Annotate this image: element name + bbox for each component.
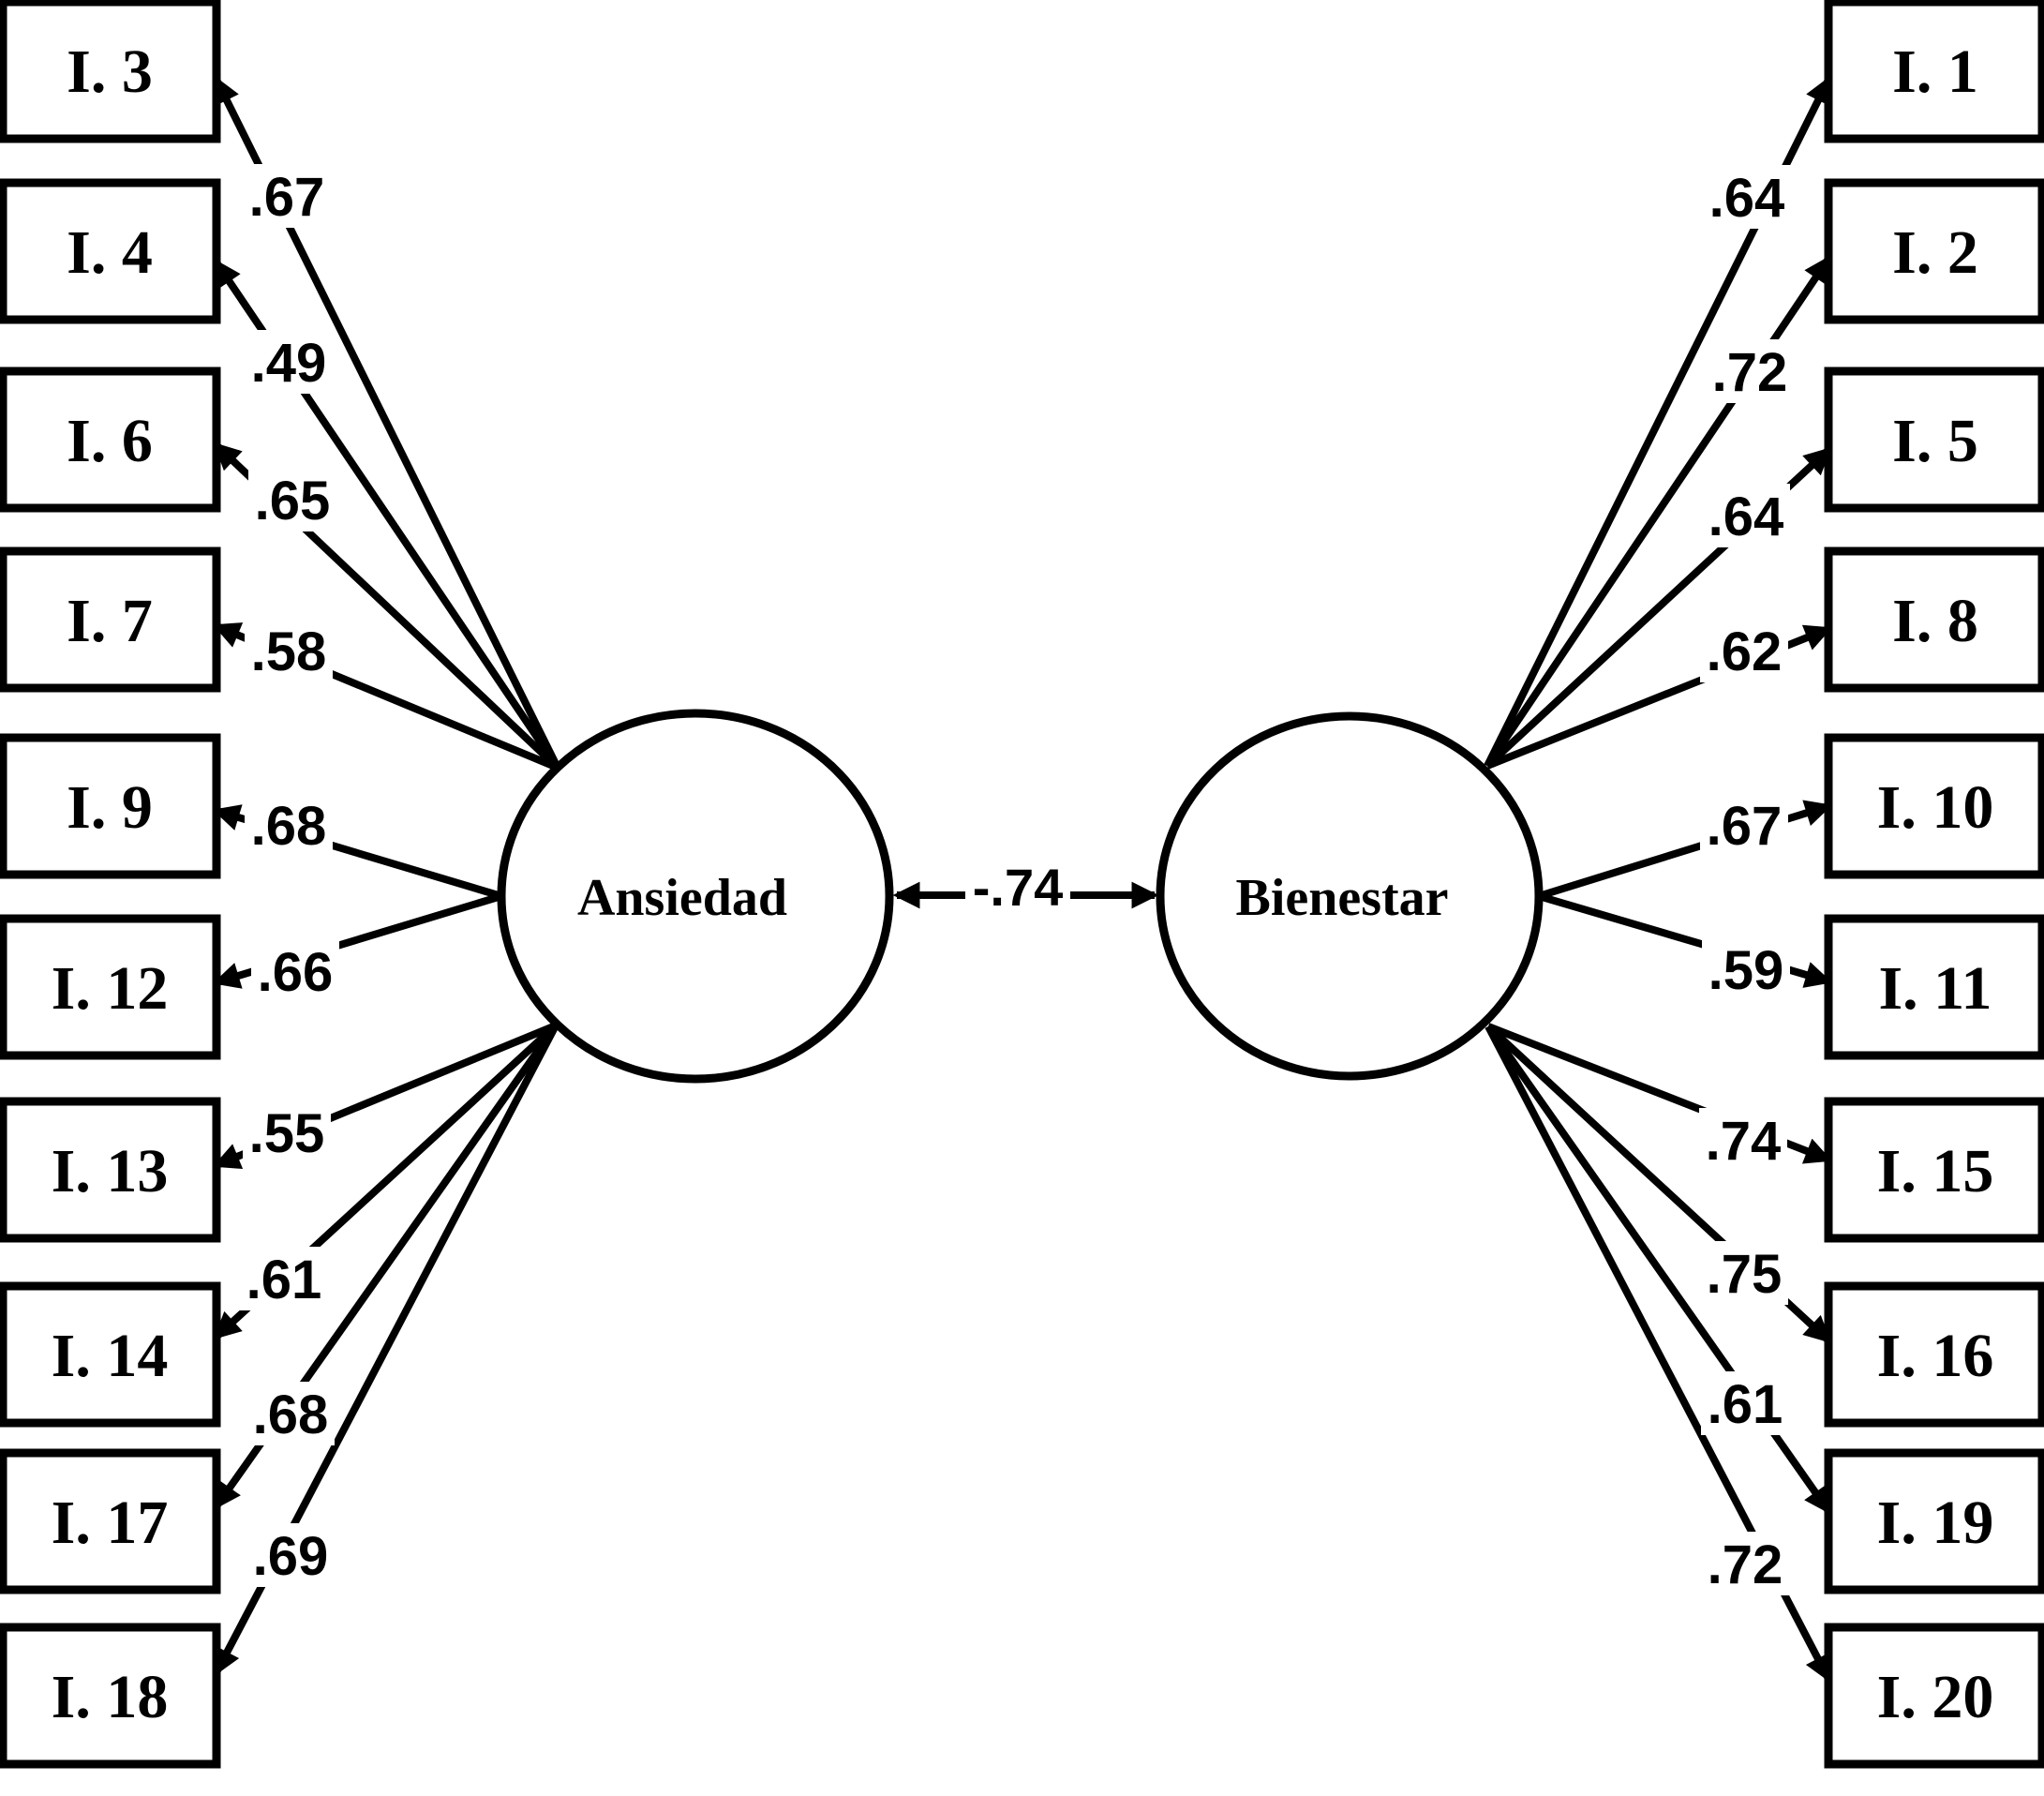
indicator-label: I. 19: [1877, 1489, 1994, 1557]
indicator-box-left-3: [0, 546, 221, 693]
indicator-box-right-3: [1824, 546, 2044, 693]
label-gap: [243, 1100, 331, 1164]
loading-value: .61: [246, 1250, 322, 1310]
factor-ellipse-left: [497, 709, 894, 1084]
indicator-label: I. 17: [52, 1489, 169, 1557]
loading-value: .62: [1707, 621, 1783, 682]
indicator-box-left-2: [0, 367, 221, 513]
loading-value: .75: [1707, 1244, 1783, 1305]
indicator-box-left-8: [0, 1448, 221, 1594]
loading-value: .64: [1708, 486, 1784, 547]
label-gap: [1700, 619, 1788, 682]
indicator-label: I. 8: [1892, 587, 1978, 655]
factor-label-right: Bienestar: [1235, 869, 1448, 927]
label-gap: [245, 793, 333, 857]
indicator-label: I. 3: [67, 37, 153, 106]
loading-value: .58: [251, 621, 327, 682]
loading-value: .59: [1708, 940, 1784, 1001]
loading-value: .66: [258, 942, 334, 1003]
loading-value: .68: [251, 796, 327, 857]
loading-value: .64: [1709, 168, 1785, 229]
label-gap: [248, 468, 336, 531]
indicator-label: I. 4: [67, 218, 153, 287]
label-gap: [1702, 937, 1790, 1001]
indicator-box-left-0: [0, 0, 221, 143]
indicator-box-right-8: [1824, 1448, 2044, 1594]
correlation-value: -.74: [973, 858, 1064, 917]
indicator-box-left-6: [0, 1097, 221, 1243]
indicator-box-left-4: [0, 733, 221, 879]
indicator-label: I. 11: [1878, 954, 1992, 1023]
indicator-box-right-6: [1824, 1097, 2044, 1243]
loading-value: .69: [253, 1526, 329, 1587]
indicator-label: I. 7: [67, 587, 153, 655]
label-gap: [1701, 1371, 1789, 1435]
label-gap: [1701, 1532, 1789, 1595]
indicator-box-right-2: [1824, 367, 2044, 513]
indicator-label: I. 14: [52, 1322, 169, 1390]
indicator-label: I. 13: [52, 1137, 169, 1205]
loading-value: .49: [251, 333, 327, 394]
label-gap: [240, 1247, 328, 1310]
factor-ellipse-right: [1156, 711, 1544, 1081]
loading-value: .61: [1708, 1374, 1783, 1435]
loading-value: .67: [1707, 796, 1783, 857]
indicator-label: I. 15: [1877, 1137, 1994, 1205]
indicator-box-left-7: [0, 1281, 221, 1428]
indicator-label: I. 10: [1877, 773, 1994, 842]
indicator-label: I. 2: [1892, 218, 1978, 287]
label-gap: [246, 1523, 335, 1587]
indicator-label: I. 12: [52, 954, 169, 1023]
indicator-label: I. 6: [67, 407, 153, 475]
indicator-box-left-9: [0, 1623, 221, 1769]
indicator-label: I. 20: [1877, 1663, 1994, 1731]
label-gap: [251, 939, 339, 1003]
indicator-box-right-5: [1824, 914, 2044, 1060]
factor-label-left: Ansiedad: [577, 869, 787, 927]
label-gap: [1700, 793, 1788, 857]
label-gap: [1699, 1108, 1787, 1172]
loading-value: .72: [1712, 342, 1788, 403]
loading-value: .67: [249, 167, 325, 228]
label-gap: [1703, 165, 1791, 229]
loading-value: .72: [1708, 1534, 1783, 1595]
label-gap: [245, 619, 333, 682]
indicator-label: I. 5: [1892, 407, 1978, 475]
label-gap: [246, 1382, 335, 1445]
indicator-label: I. 9: [67, 773, 153, 842]
label-gap: [1702, 484, 1790, 547]
indicator-box-right-1: [1824, 178, 2044, 324]
indicator-box-left-5: [0, 914, 221, 1060]
loading-value: .55: [249, 1103, 325, 1164]
label-gap: [1706, 339, 1794, 403]
label-gap: [243, 164, 331, 228]
indicator-box-right-0: [1824, 0, 2044, 143]
indicator-label: I. 1: [1892, 37, 1978, 106]
indicator-box-right-4: [1824, 733, 2044, 879]
label-gap: [965, 859, 1070, 917]
loading-value: .65: [255, 471, 331, 531]
indicator-box-right-9: [1824, 1623, 2044, 1769]
loading-value: .74: [1706, 1111, 1782, 1172]
loading-value: .68: [253, 1384, 329, 1445]
label-gap: [245, 330, 333, 394]
indicator-box-left-1: [0, 178, 221, 324]
label-gap: [1700, 1241, 1788, 1305]
indicator-box-right-7: [1824, 1281, 2044, 1428]
indicator-label: I. 16: [1877, 1322, 1994, 1390]
indicator-label: I. 18: [52, 1663, 169, 1731]
